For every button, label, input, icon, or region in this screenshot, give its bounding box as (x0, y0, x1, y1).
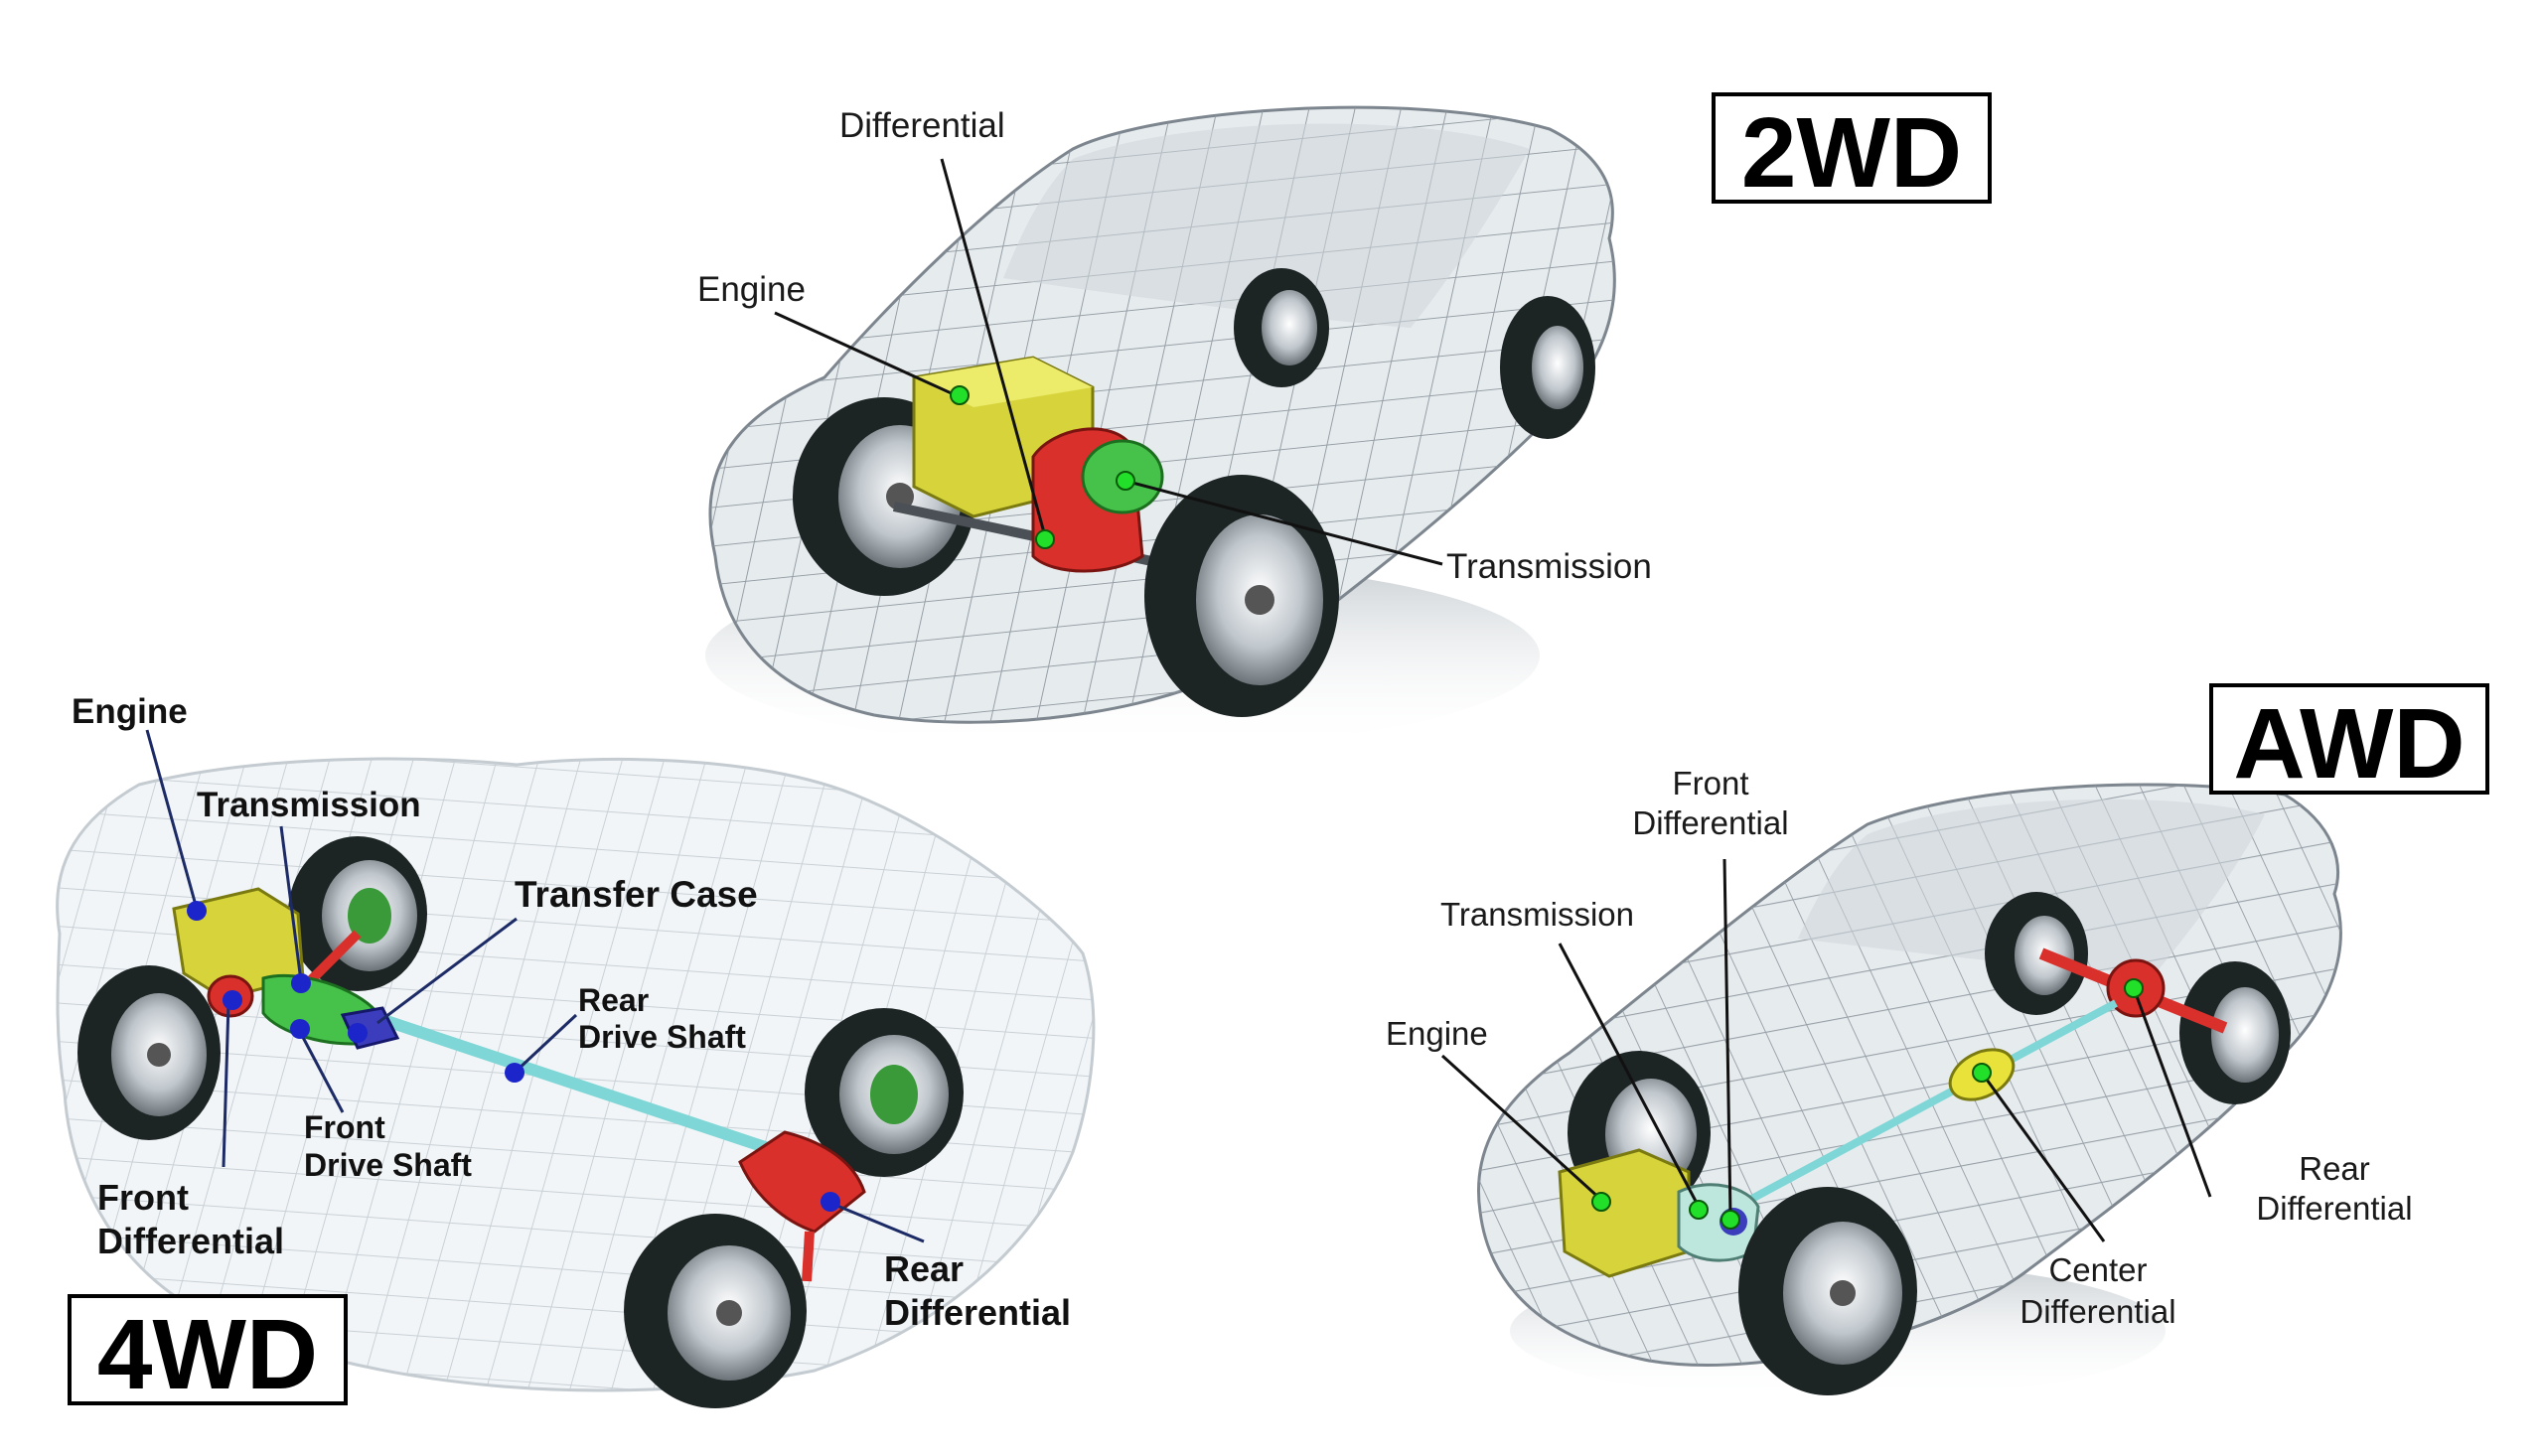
car-2wd-front-right-wheel (1144, 475, 1339, 717)
badge-4wd: 4WD (68, 1294, 348, 1410)
label-4wd-transfer-case: Transfer Case (515, 874, 758, 915)
label-2wd-differential: Differential (839, 106, 1005, 145)
label-awd-engine: Engine (1386, 1015, 1488, 1052)
car-awd-rear-right-wheel (2179, 961, 2291, 1104)
label-awd-transmission: Transmission (1440, 896, 1634, 933)
marker-2wd-differential (1035, 529, 1055, 549)
marker-2wd-transmission (1116, 471, 1135, 491)
label-awd-front-differential-line1: Front (1672, 765, 1748, 801)
car-4wd-front-left-wheel (77, 965, 221, 1140)
label-2wd-engine: Engine (697, 270, 806, 309)
badge-awd-text: AWD (2233, 688, 2465, 800)
label-awd-center-differential-line2: Differential (2019, 1293, 2175, 1330)
label-2wd-transmission: Transmission (1446, 547, 1652, 586)
leader-2wd-engine (774, 311, 957, 397)
car-awd-engine (1558, 1148, 1691, 1278)
label-awd-front-differential-line2: Differential (1632, 804, 1788, 841)
label-4wd-transmission: Transmission (197, 786, 421, 824)
badge-2wd-text: 2WD (1741, 97, 1962, 209)
label-4wd-front-drive-shaft-line1: Front (304, 1109, 385, 1145)
leader-2wd-differential (940, 158, 1047, 537)
leader-4wd-rear-differential (831, 1202, 925, 1243)
car-2wd-windshield (1003, 123, 1530, 328)
car-4wd-rear-right-wheel (805, 1008, 964, 1177)
marker-awd-transmission (1689, 1200, 1709, 1220)
leader-4wd-front-drive-shaft (296, 1027, 345, 1113)
label-4wd-rear-drive-shaft-line2: Drive Shaft (578, 1019, 746, 1055)
car-awd-front-right-wheel (1738, 1187, 1917, 1395)
leader-awd-engine (1440, 1054, 1603, 1202)
leader-4wd-engine (145, 729, 199, 910)
car-awd-rear-left-wheel (1985, 892, 2088, 1015)
leader-awd-rear-differential (2132, 987, 2212, 1198)
leader-4wd-front-differential (222, 1002, 230, 1168)
marker-awd-engine (1591, 1192, 1611, 1212)
badge-4wd-text: 4WD (97, 1299, 318, 1410)
marker-4wd-engine (187, 901, 207, 921)
leader-4wd-transfer-case (376, 917, 518, 1025)
leader-awd-transmission (1558, 943, 1701, 1208)
marker-4wd-rear-differential (821, 1192, 840, 1212)
marker-awd-front-differential (1720, 1210, 1740, 1230)
car-4wd: Engine Transmission Transfer Case Rear D… (56, 692, 1096, 1410)
car-awd-windshield (1798, 799, 2265, 973)
label-4wd-front-drive-shaft-line2: Drive Shaft (304, 1147, 472, 1183)
marker-2wd-engine (950, 385, 970, 405)
label-4wd-rear-drive-shaft-line1: Rear (578, 982, 649, 1018)
car-4wd-front-right-wheel (288, 836, 427, 991)
label-4wd-front-differential-line1: Front (97, 1177, 189, 1218)
marker-4wd-rear-drive-shaft (505, 1063, 524, 1083)
car-awd: Front Differential Transmission Engine R… (1386, 683, 2489, 1400)
car-awd-drive-shaft (1717, 999, 2118, 1221)
badge-awd: AWD (2209, 683, 2489, 800)
marker-awd-rear-differential (2124, 978, 2144, 998)
leader-4wd-transmission (279, 825, 303, 982)
car-2wd: Differential Engine Transmission 2WD (697, 92, 1992, 750)
car-4wd-rear-drive-shaft (375, 1012, 797, 1163)
marker-awd-center-differential (1972, 1063, 1992, 1083)
marker-4wd-front-differential (223, 990, 242, 1010)
label-awd-center-differential-line1: Center (2048, 1251, 2147, 1288)
label-4wd-front-differential-line2: Differential (97, 1221, 284, 1261)
marker-4wd-transmission (291, 973, 311, 993)
leader-awd-center-differential (1980, 1072, 2106, 1242)
marker-4wd-transfer-case (348, 1023, 368, 1043)
leader-4wd-rear-drive-shaft (515, 1013, 578, 1073)
marker-4wd-front-drive-shaft (290, 1019, 310, 1039)
leader-awd-front-differential (1722, 858, 1732, 1218)
label-awd-rear-differential-line2: Differential (2256, 1190, 2412, 1227)
label-4wd-engine: Engine (72, 692, 188, 731)
badge-2wd: 2WD (1712, 92, 1992, 209)
label-4wd-rear-differential-line1: Rear (884, 1248, 964, 1289)
label-4wd-rear-differential-line2: Differential (884, 1292, 1071, 1333)
car-4wd-rear-left-wheel (624, 1214, 807, 1408)
car-2wd-rear-left-wheel (1234, 268, 1329, 387)
leader-2wd-transmission (1127, 480, 1443, 566)
car-2wd-rear-right-wheel (1500, 296, 1595, 439)
label-awd-rear-differential-line1: Rear (2299, 1150, 2370, 1187)
